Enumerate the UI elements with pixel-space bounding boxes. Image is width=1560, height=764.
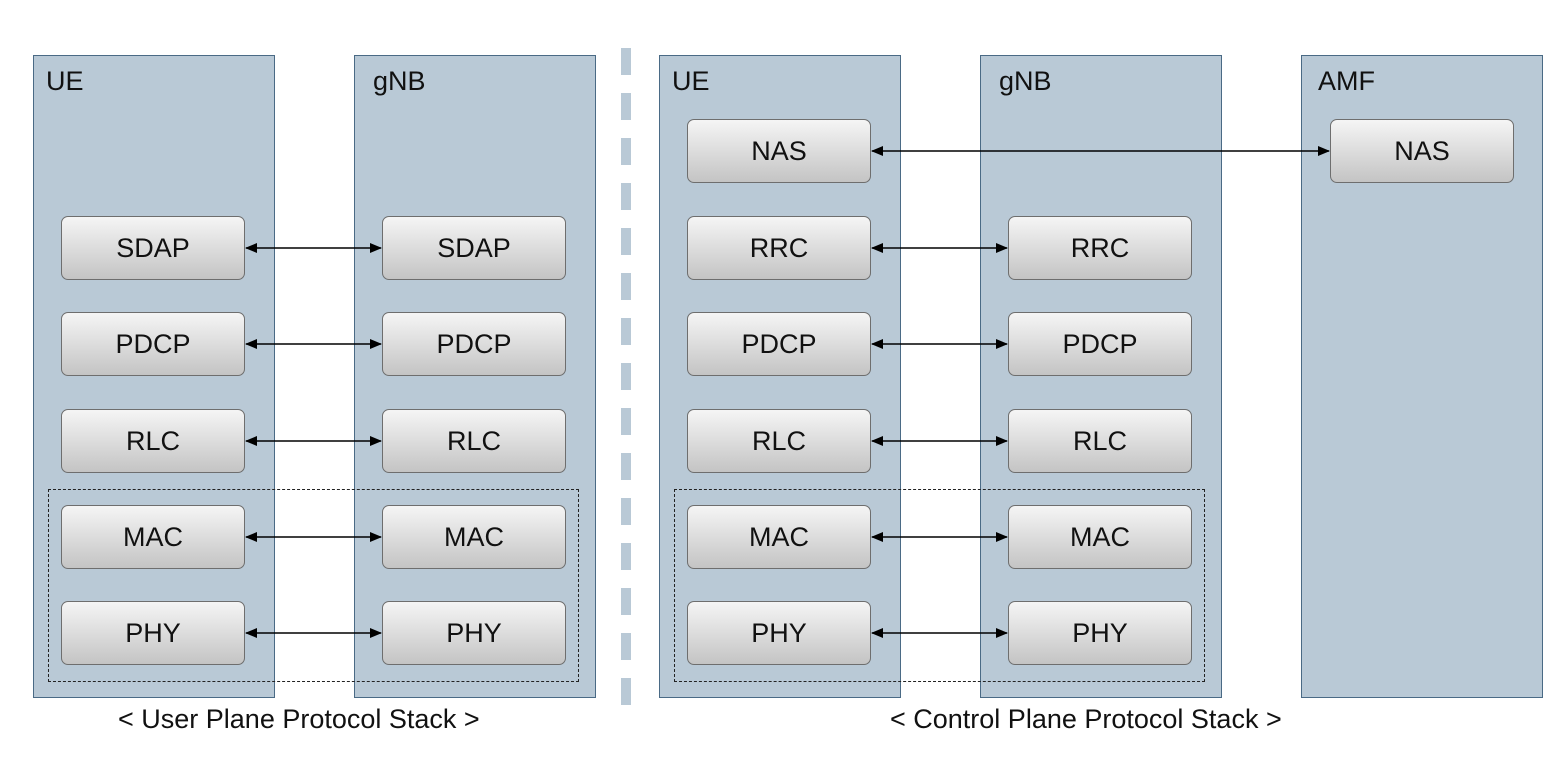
cp-gnb-layer-pdcp: PDCP [1008, 312, 1192, 376]
cp-gnb-layer-phy: PHY [1008, 601, 1192, 665]
cp-gnb-column: gNB [980, 55, 1222, 698]
up-ue-layer-pdcp: PDCP [61, 312, 245, 376]
up-ue-layer-rlc: RLC [61, 409, 245, 473]
up-gnb-column: gNB [354, 55, 596, 698]
cp-gnb-label: gNB [999, 66, 1052, 96]
cp-mac-phy-group [674, 489, 1205, 682]
cp-caption: < Control Plane Protocol Stack > [890, 704, 1282, 734]
cp-ue-label: UE [672, 66, 710, 96]
cp-ue-layer-phy: PHY [687, 601, 871, 665]
up-ue-layer-sdap: SDAP [61, 216, 245, 280]
up-gnb-layer-phy: PHY [382, 601, 566, 665]
cp-gnb-layer-rrc: RRC [1008, 216, 1192, 280]
up-gnb-layer-mac: MAC [382, 505, 566, 569]
cp-amf-layer-nas: NAS [1330, 119, 1514, 183]
up-gnb-layer-rlc: RLC [382, 409, 566, 473]
up-gnb-layer-sdap: SDAP [382, 216, 566, 280]
cp-gnb-layer-rlc: RLC [1008, 409, 1192, 473]
up-mac-phy-group [48, 489, 579, 682]
cp-ue-layer-rrc: RRC [687, 216, 871, 280]
plane-divider [621, 48, 631, 716]
cp-amf-label: AMF [1318, 66, 1375, 96]
cp-gnb-layer-mac: MAC [1008, 505, 1192, 569]
up-gnb-label: gNB [373, 66, 426, 96]
up-ue-layer-phy: PHY [61, 601, 245, 665]
cp-ue-layer-pdcp: PDCP [687, 312, 871, 376]
up-ue-layer-mac: MAC [61, 505, 245, 569]
up-caption: < User Plane Protocol Stack > [118, 704, 480, 734]
cp-ue-layer-mac: MAC [687, 505, 871, 569]
cp-ue-layer-nas: NAS [687, 119, 871, 183]
cp-ue-layer-rlc: RLC [687, 409, 871, 473]
up-ue-column: UE [33, 55, 275, 698]
up-ue-label: UE [46, 66, 84, 96]
up-gnb-layer-pdcp: PDCP [382, 312, 566, 376]
